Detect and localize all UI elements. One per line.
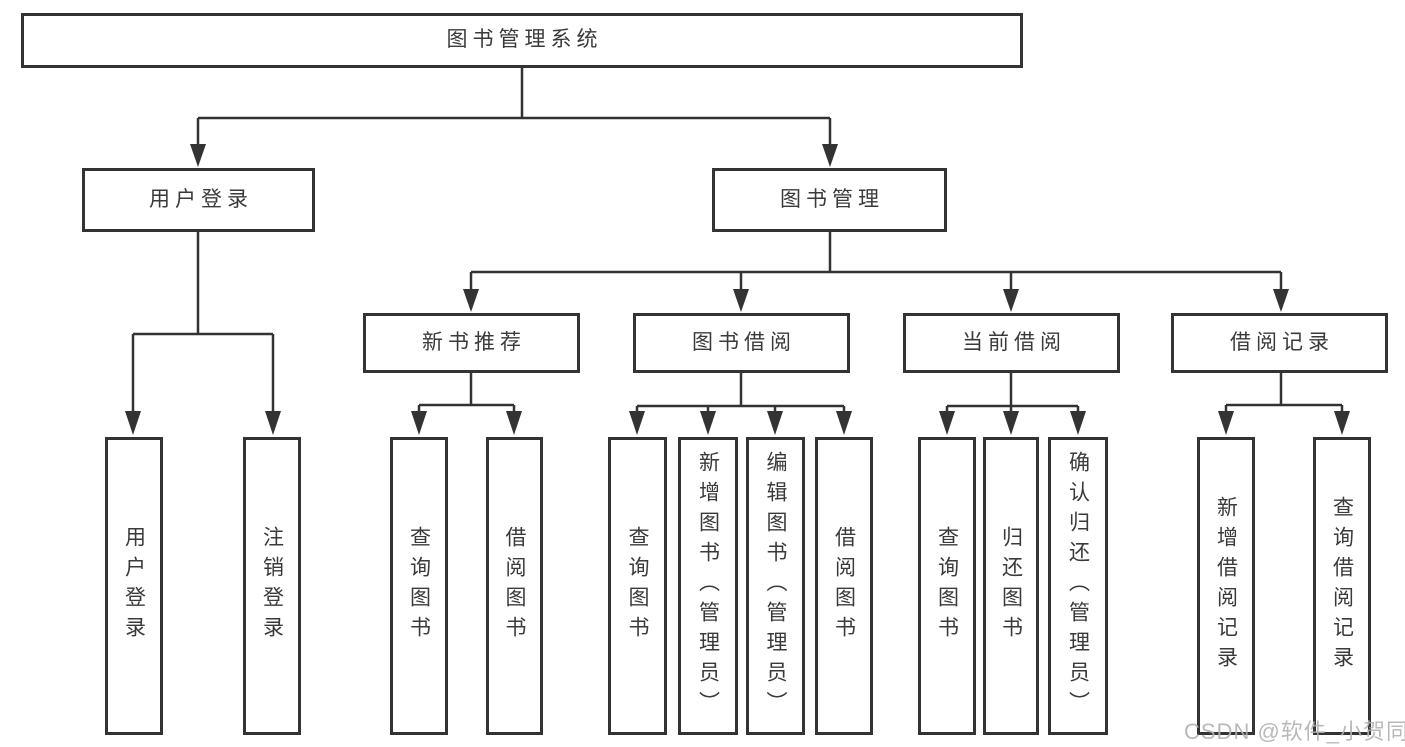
- arrowheads: [125, 144, 1350, 435]
- node-leaf-borrow-books-1: 借阅图书: [486, 437, 543, 735]
- node-new-book-recommendation: 新书推荐: [363, 313, 580, 373]
- node-borrowing-records: 借阅记录: [1171, 313, 1388, 373]
- csdn-watermark: CSDN @软件_小贺同学: [1184, 719, 1405, 744]
- node-leaf-user-login: 用户登录: [105, 437, 163, 735]
- node-leaf-return-books: 归还图书: [983, 437, 1039, 735]
- node-library-management-system: 图书管理系统: [21, 13, 1023, 68]
- node-leaf-confirm-return-admin: 确认归还（管理员）: [1048, 437, 1108, 735]
- node-leaf-logout: 注销登录: [243, 437, 301, 735]
- node-leaf-borrow-books-2: 借阅图书: [815, 437, 873, 735]
- node-leaf-query-books-3: 查询图书: [918, 437, 976, 735]
- node-leaf-edit-books-admin: 编辑图书（管理员）: [746, 437, 805, 735]
- node-leaf-add-books-admin: 新增图书（管理员）: [678, 437, 738, 735]
- node-book-management: 图书管理: [712, 168, 947, 232]
- node-user-login: 用户登录: [82, 168, 315, 232]
- node-leaf-query-books-1: 查询图书: [390, 437, 448, 735]
- node-leaf-add-borrow-record: 新增借阅记录: [1197, 437, 1255, 735]
- node-book-borrowing: 图书借阅: [633, 313, 850, 373]
- node-leaf-query-books-2: 查询图书: [608, 437, 667, 735]
- node-current-borrowing: 当前借阅: [903, 313, 1120, 373]
- node-leaf-query-borrow-record: 查询借阅记录: [1313, 437, 1371, 735]
